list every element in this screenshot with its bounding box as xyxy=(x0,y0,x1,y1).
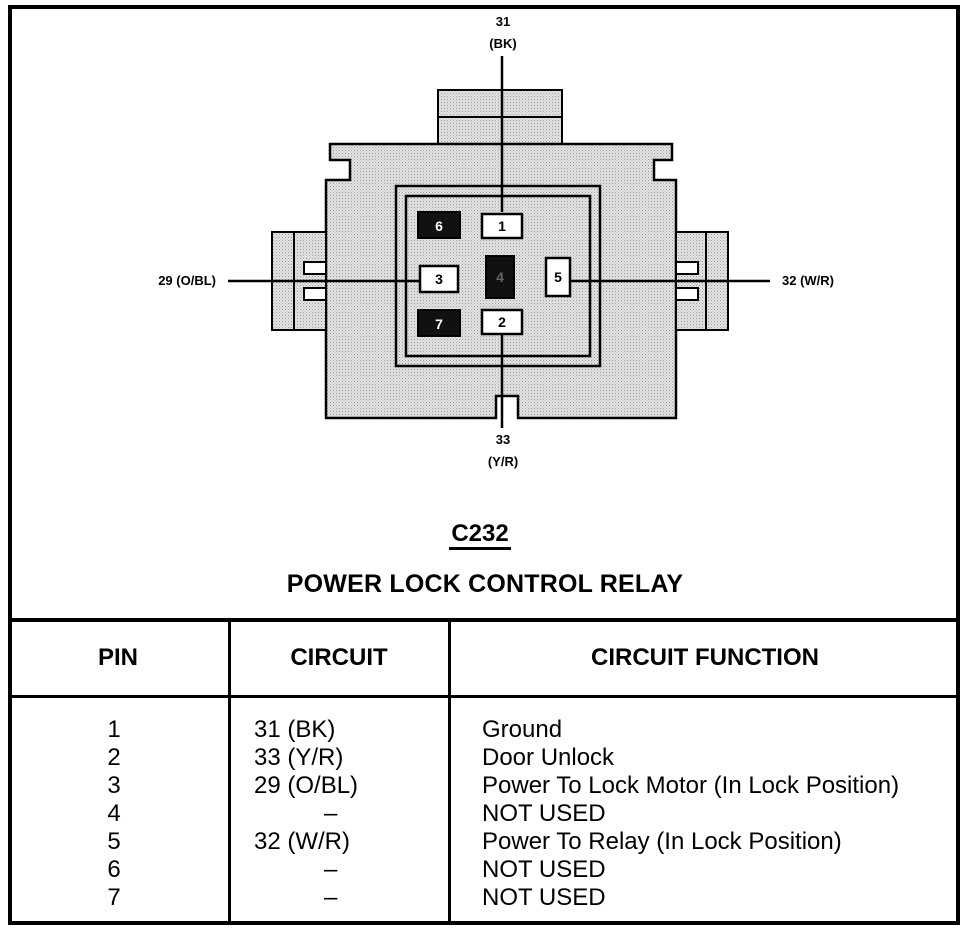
table-row-circuit: 32 (W/R) xyxy=(254,828,350,855)
table-row-pin: 7 xyxy=(107,884,121,911)
table-header-rule xyxy=(8,695,960,698)
pin-2: 2 xyxy=(480,308,524,336)
svg-text:4: 4 xyxy=(496,269,504,285)
svg-text:5: 5 xyxy=(554,269,562,285)
svg-text:7: 7 xyxy=(435,316,443,332)
wire-top-circuit: 31 xyxy=(496,14,510,29)
table-row-circuit: – xyxy=(324,856,338,883)
connector-top-latch xyxy=(437,89,563,145)
table-row-function: Power To Lock Motor (In Lock Position) xyxy=(482,772,900,799)
table-row-circuit: – xyxy=(324,800,338,827)
pin-table: PIN CIRCUIT CIRCUIT FUNCTION 1 2 3 4 5 6… xyxy=(8,618,960,925)
table-row-pin: 1 xyxy=(107,716,121,743)
table-row-circuit: 29 (O/BL) xyxy=(254,772,359,799)
table-divider-1 xyxy=(228,622,231,925)
table-row-pin: 2 xyxy=(107,744,121,771)
table-row-function: NOT USED xyxy=(482,884,606,911)
pin-column: 1 2 3 4 5 6 7 xyxy=(94,716,134,912)
svg-text:6: 6 xyxy=(435,218,443,234)
pin-5: 5 xyxy=(544,256,572,298)
connector-diagram: 31 (BK) 33 (Y/R) 29 (O/BL) 32 (W/R) 6 1 … xyxy=(158,14,834,469)
connector-outer-frame xyxy=(394,184,602,368)
table-row-function: Door Unlock xyxy=(482,744,615,771)
svg-text:1: 1 xyxy=(498,218,506,234)
table-row-pin: 5 xyxy=(107,828,121,855)
pin-6: 6 xyxy=(417,211,461,239)
table-row-pin: 6 xyxy=(107,856,121,883)
circuit-column: 31 (BK) 33 (Y/R) 29 (O/BL) – 32 (W/R) – … xyxy=(254,716,444,912)
pin-3: 3 xyxy=(418,264,460,294)
svg-text:2: 2 xyxy=(498,314,506,330)
wire-bottom-circuit: 33 xyxy=(496,432,510,447)
table-row-function: NOT USED xyxy=(482,856,606,883)
table-row-pin: 4 xyxy=(107,800,121,827)
header-function: CIRCUIT FUNCTION xyxy=(591,644,819,671)
wire-right-label: 32 (W/R) xyxy=(782,273,834,288)
table-row-function: Ground xyxy=(482,716,563,743)
connector-name: POWER LOCK CONTROL RELAY xyxy=(286,570,684,598)
table-row-function: NOT USED xyxy=(482,800,606,827)
table-row-circuit: 33 (Y/R) xyxy=(254,744,344,771)
connector-id-text: C232 xyxy=(449,520,511,550)
pin-7: 7 xyxy=(417,309,461,337)
wire-bottom-color: (Y/R) xyxy=(488,454,518,469)
wire-left-label: 29 (O/BL) xyxy=(158,273,216,288)
pin-4: 4 xyxy=(485,255,515,299)
function-column: Ground Door Unlock Power To Lock Motor (… xyxy=(482,716,958,912)
table-row-circuit: – xyxy=(324,884,338,911)
header-circuit: CIRCUIT xyxy=(290,644,388,671)
connector-id: C232 xyxy=(0,520,960,550)
table-divider-2 xyxy=(448,622,451,925)
svg-text:3: 3 xyxy=(435,271,443,287)
table-row-circuit: 31 (BK) xyxy=(254,716,336,743)
diagram-frame xyxy=(8,5,960,925)
header-pin: PIN xyxy=(97,644,138,671)
pin-1: 1 xyxy=(480,212,524,240)
table-row-pin: 3 xyxy=(107,772,121,799)
table-row-function: Power To Relay (In Lock Position) xyxy=(482,828,842,855)
wire-top-color: (BK) xyxy=(489,36,516,51)
